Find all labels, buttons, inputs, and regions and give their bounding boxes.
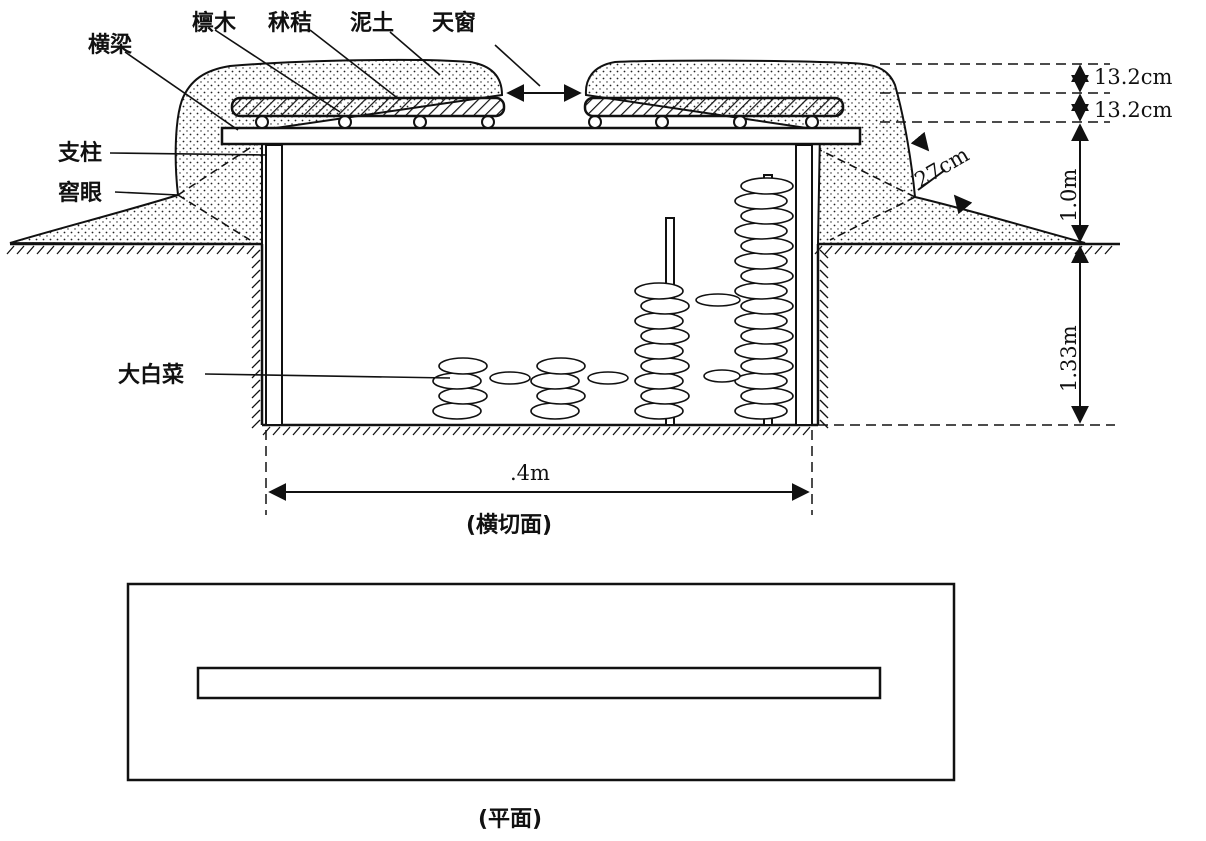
pillar-left (265, 144, 283, 426)
dim-roof-layer-2: 13.2cm (1094, 98, 1173, 122)
straw-layer-left (230, 96, 506, 118)
vent-channel-left (177, 139, 263, 241)
ground-surface (6, 242, 1120, 255)
dimension-arrows (268, 64, 1089, 501)
label-pillar: 支柱 (58, 141, 102, 166)
straw-layer-right (583, 96, 845, 118)
dimension-guides (265, 63, 1115, 515)
label-cabbage: 大白菜 (118, 362, 184, 388)
plan-skylight (196, 666, 882, 700)
pillar-right (795, 144, 813, 426)
label-lintel: 檩木 (192, 10, 237, 36)
label-straw: 秫秸 (268, 11, 312, 36)
dim-below-ground: 1.33m (1057, 325, 1081, 392)
pit-walls (251, 244, 829, 436)
label-mud: 泥土 (350, 11, 394, 36)
dim-above-ground: 1.0m (1057, 169, 1081, 222)
label-vent: 窖眼 (58, 180, 102, 206)
cross-section: 檩木 秫秸 泥土 天窗 横梁 支柱 窖眼 大白菜 13.2cm 13.2cm (6, 10, 1173, 538)
label-skylight: 天窗 (432, 10, 476, 36)
cabbage-stacks (432, 177, 794, 420)
cross-beam (220, 126, 862, 146)
dim-roof-layer-1: 13.2cm (1094, 65, 1173, 89)
dim-wall-thickness: 27cm (911, 142, 974, 192)
dim-width: .4m (510, 461, 550, 485)
earth-mound-right (584, 59, 1086, 246)
plan-view: (平面) (126, 582, 956, 832)
vent-channel-right (819, 149, 916, 241)
leader-lines (109, 29, 541, 379)
caption-plan: (平面) (478, 807, 542, 832)
caption-section: (横切面) (466, 513, 552, 538)
label-beam: 横梁 (88, 33, 132, 58)
